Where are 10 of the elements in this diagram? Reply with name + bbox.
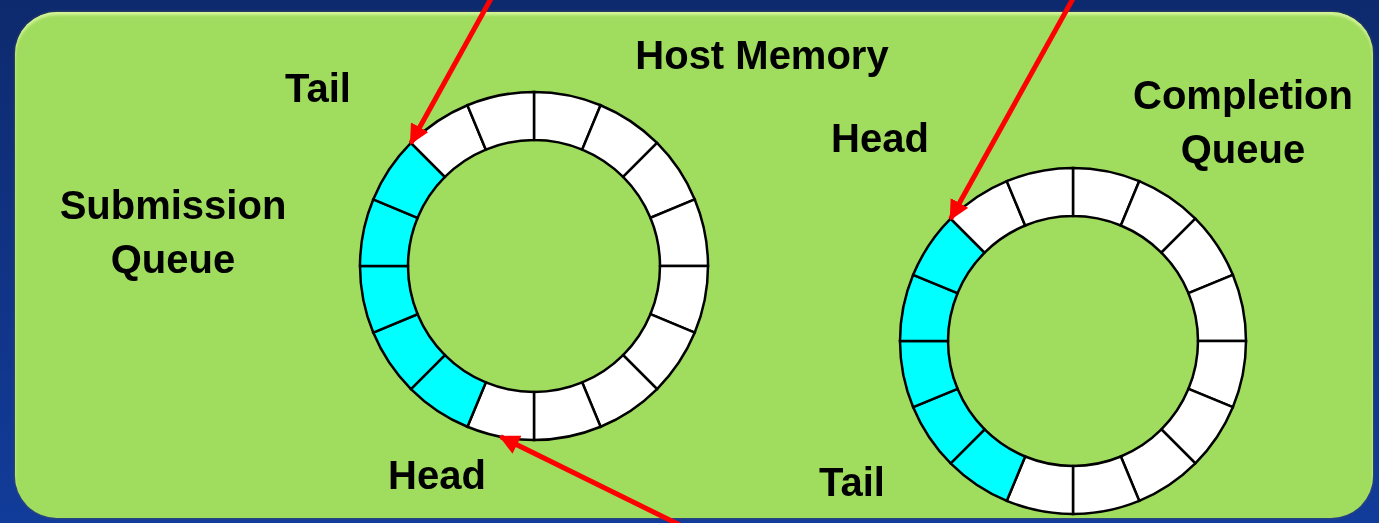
pointer-label: Head (388, 452, 486, 499)
arrow (948, 0, 1078, 221)
panel-title: Host Memory (635, 32, 889, 79)
memory-panel (15, 12, 1373, 518)
queue-label: Completion Queue (1132, 72, 1354, 173)
arrow (408, 0, 496, 145)
pointer-label: Tail (285, 65, 351, 112)
pointer-label: Head (831, 115, 929, 162)
queue-label: Submission Queue (58, 182, 288, 283)
pointer-label: Tail (819, 459, 885, 506)
